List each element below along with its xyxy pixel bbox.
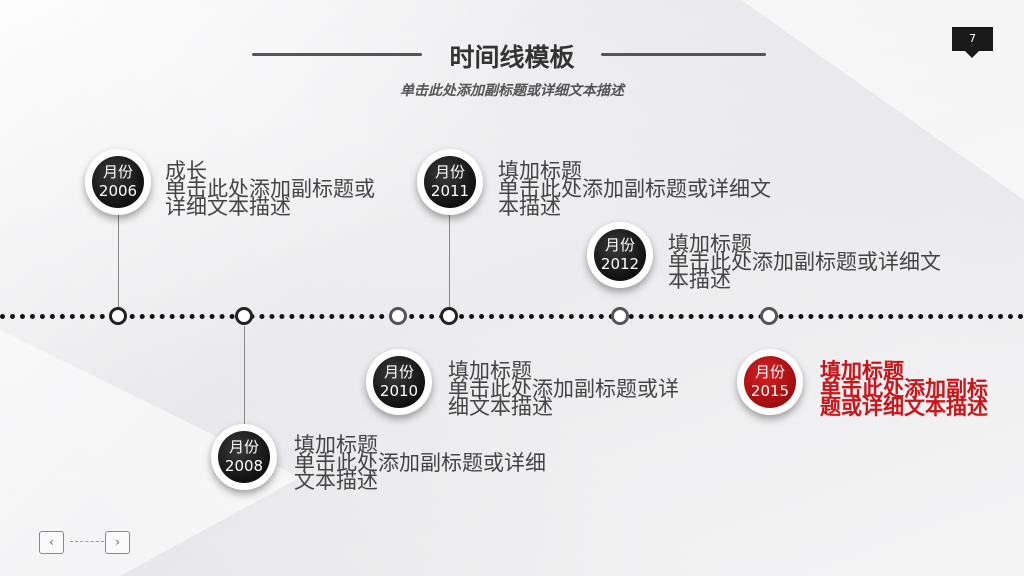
badge-month: 月份 [102,163,133,181]
timeline-item: 填加标题 单击此处添加副标题或详细文本描述 [294,433,566,493]
title-decoration-left [252,53,422,56]
badge-month: 月份 [383,363,414,381]
badge-month: 月份 [434,163,465,181]
item-heading: 填加标题 [668,232,752,256]
timeline-connector [244,326,245,426]
timeline-item: 成长 单击此处添加副标题或详细文本描述 [165,159,395,219]
item-description: 单击此处添加副标题或详细文本描述 [294,451,546,493]
badge-month: 月份 [604,236,635,254]
page-number: 7 [952,27,993,58]
item-heading: 填加标题 [448,359,532,383]
badge-year: 2010 [379,382,419,400]
item-heading: 填加标题 [820,359,904,383]
timeline-item: 填加标题 单击此处添加副标题或详细文本描述 [668,232,943,292]
badge-year: 2012 [600,255,640,273]
page-subtitle: 单击此处添加副标题或详细文本描述 [400,83,624,99]
timeline-item-highlighted: 填加标题 单击此处添加副标题或详细文本描述 [820,359,988,419]
timeline-item: 填加标题 单击此处添加副标题或详细文本描述 [498,159,773,219]
item-heading: 填加标题 [498,159,582,183]
timeline-item: 填加标题 单击此处添加副标题或详细文本描述 [448,359,680,419]
timeline-connector [449,215,450,307]
item-description: 单击此处添加副标题或详细文本描述 [820,377,988,419]
badge-month: 月份 [228,438,259,456]
timeline-connector [118,215,119,307]
item-heading: 填加标题 [294,433,378,457]
chevron-left-icon: ‹ [49,535,54,549]
item-description: 单击此处添加副标题或详细文本描述 [668,250,941,292]
timeline-node [109,307,127,325]
item-description: 单击此处添加副标题或详细文本描述 [448,377,679,419]
item-description: 单击此处添加副标题或详细文本描述 [498,177,771,219]
timeline-node [440,307,458,325]
badge-year: 2006 [98,182,138,200]
badge-year: 2015 [750,382,790,400]
badge-year: 2011 [430,182,470,200]
badge-month: 月份 [754,363,785,381]
timeline-axis [0,314,1024,319]
timeline-node [235,307,253,325]
item-heading: 成长 [165,159,207,183]
badge-year: 2008 [224,457,264,475]
nav-divider [70,541,104,542]
title-decoration-right [601,53,766,56]
timeline-node [389,307,407,325]
timeline-node [760,307,778,325]
next-slide-button[interactable]: › [105,531,130,554]
page-title: 时间线模板 [449,43,575,72]
chevron-right-icon: › [115,535,120,549]
timeline-node [611,307,629,325]
prev-slide-button[interactable]: ‹ [39,531,64,554]
item-description: 单击此处添加副标题或详细文本描述 [165,177,375,219]
